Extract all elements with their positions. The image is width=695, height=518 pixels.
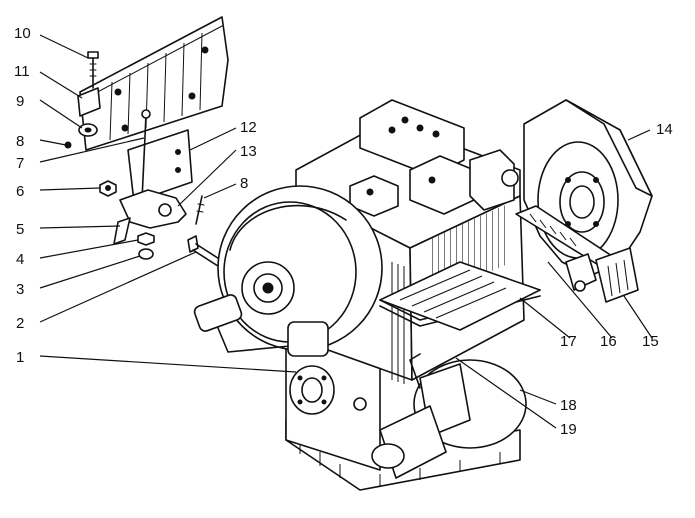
leader-lines xyxy=(39,34,653,429)
callout-13: 13 xyxy=(240,143,257,160)
washer-3 xyxy=(138,248,154,260)
callout-labels: 10 11 9 8 7 6 5 4 3 2 1 12 13 8 14 17 16… xyxy=(14,25,673,438)
lever-bracket-5 xyxy=(113,189,187,245)
callout-18: 18 xyxy=(560,397,577,414)
callout-6: 6 xyxy=(16,183,24,200)
callout-14: 14 xyxy=(656,121,673,138)
callout-19: 19 xyxy=(560,421,577,438)
callout-3: 3 xyxy=(16,281,24,298)
callout-15: 15 xyxy=(642,333,659,350)
callout-17: 17 xyxy=(560,333,577,350)
callout-11: 11 xyxy=(14,63,30,80)
mounting-plate-small xyxy=(127,129,193,203)
callout-2: 2 xyxy=(16,315,24,332)
bracket-11 xyxy=(77,87,101,117)
lower-drive-drum xyxy=(371,353,527,479)
gearbox-housing xyxy=(285,99,541,491)
mounting-plate-large xyxy=(79,16,229,151)
bolt-10 xyxy=(87,51,99,89)
callout-8-right: 8 xyxy=(240,175,248,192)
pin-7 xyxy=(141,109,151,201)
callout-10: 10 xyxy=(14,25,31,42)
bolt-8-right xyxy=(195,195,205,225)
motor-15 xyxy=(595,247,639,303)
callout-5: 5 xyxy=(16,221,24,238)
callout-7: 7 xyxy=(16,155,24,172)
washer-9 xyxy=(78,123,98,137)
callout-16: 16 xyxy=(600,333,617,350)
callout-8-left: 8 xyxy=(16,133,24,150)
linkage-17-16 xyxy=(515,205,613,292)
callout-1: 1 xyxy=(16,349,24,366)
nut-4 xyxy=(137,232,155,246)
callout-12: 12 xyxy=(240,119,257,136)
nut-6 xyxy=(99,180,117,197)
drive-cover-drum xyxy=(193,185,383,357)
bolt-2 xyxy=(187,235,225,269)
output-flange xyxy=(289,365,367,415)
callout-9: 9 xyxy=(16,93,24,110)
callout-4: 4 xyxy=(16,251,24,268)
